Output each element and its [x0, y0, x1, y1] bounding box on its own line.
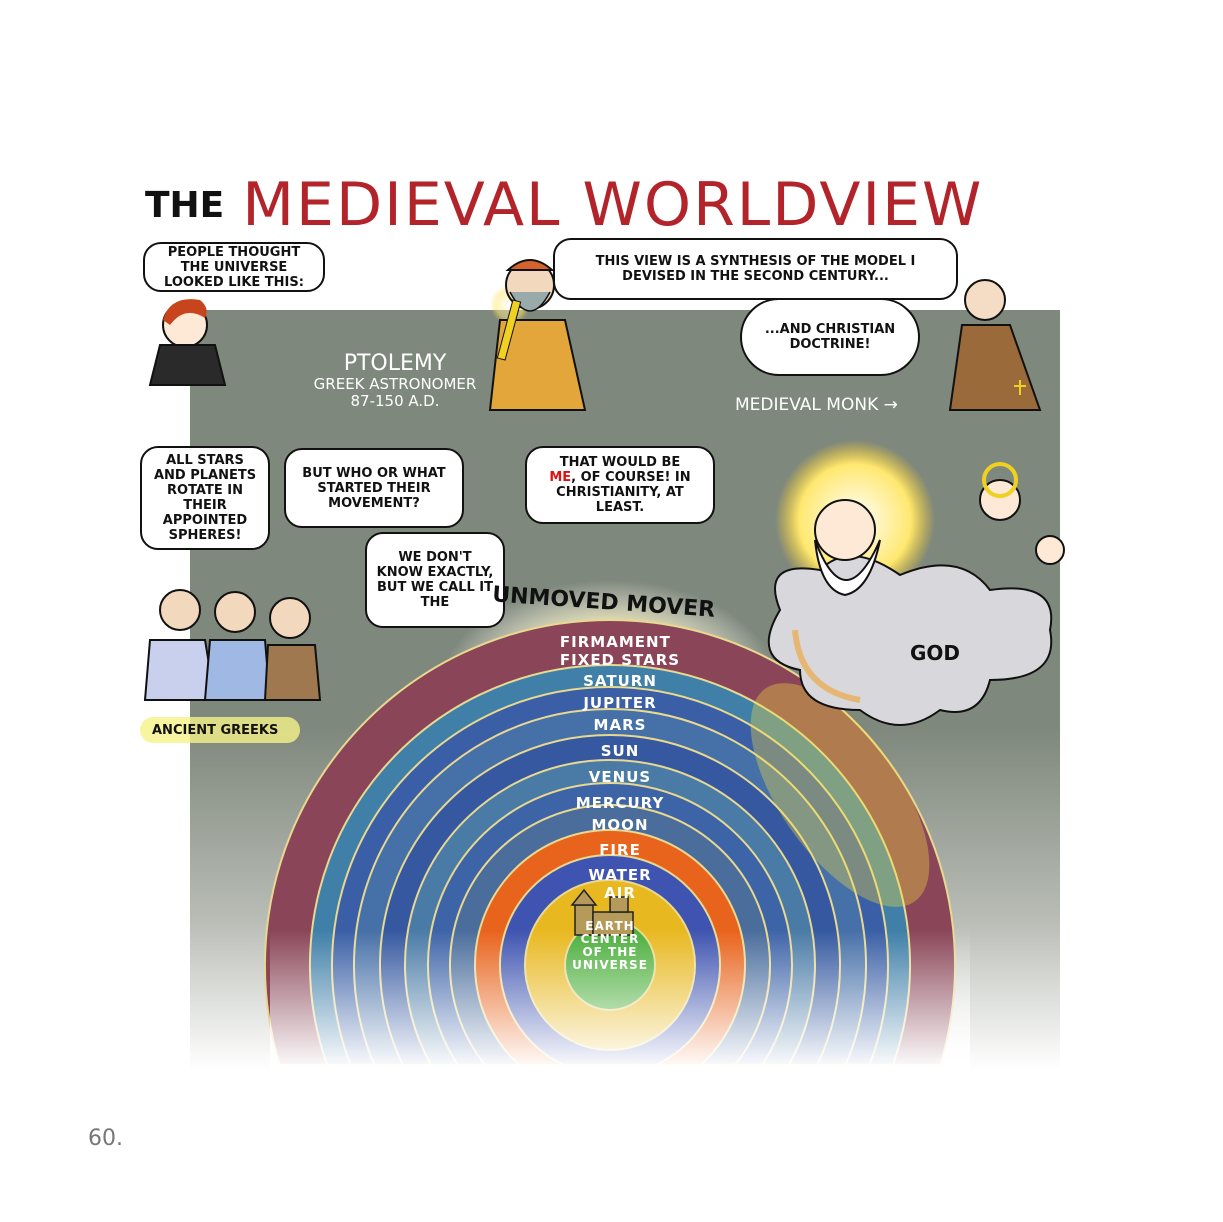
ancient-greeks-characters	[143, 589, 322, 701]
girl-character	[148, 299, 227, 386]
speech-bubble-greek-1: ALL STARS AND PLANETS ROTATE IN THEIR AP…	[140, 446, 270, 550]
sphere-name: MERCURY	[575, 794, 665, 812]
monk-character	[948, 279, 1042, 411]
sphere-name: VENUS	[588, 768, 652, 786]
page-number: 60.	[88, 1126, 123, 1151]
sphere-name: EARTH	[585, 919, 635, 933]
light-glow	[750, 683, 930, 907]
god-text-pre: THAT WOULD BE	[559, 455, 681, 470]
god-text-me: ME	[549, 470, 572, 485]
castle-icon	[570, 888, 634, 936]
sphere-name: JUPITER	[583, 694, 657, 712]
god-text-post: , OF COURSE! IN CHRISTIANITY, AT LEAST.	[556, 470, 691, 515]
sphere-subtitle: FIXED STARS	[559, 651, 681, 669]
ptolemy-caption: PTOLEMY GREEK ASTRONOMER 87-150 A.D.	[285, 352, 505, 410]
sphere-label-jupiter: JUPITER	[583, 694, 656, 712]
title-main: MEDIEVAL WORLDVIEW	[242, 170, 984, 240]
speech-bubble-greek-3: WE DON'T KNOW EXACTLY, BUT WE CALL IT TH…	[365, 532, 505, 628]
ptolemy-dates: 87-150 A.D.	[350, 392, 440, 410]
bottom-fade	[270, 930, 970, 1070]
sphere-name: MARS	[593, 716, 647, 734]
ptolemy-role: GREEK ASTRONOMER	[313, 375, 477, 393]
god-character	[767, 440, 1065, 726]
title-prefix: THE	[145, 184, 225, 226]
sphere-label-air: AIR	[604, 884, 636, 902]
speech-bubble-monk: ...AND CHRISTIAN DOCTRINE!	[740, 298, 920, 376]
sphere-name: MOON	[591, 816, 649, 834]
sphere-label-venus: VENUS	[589, 768, 651, 786]
sphere-name: FIRMAMENT	[559, 633, 671, 651]
ptolemy-name: PTOLEMY	[343, 351, 447, 376]
page-title: THE MEDIEVAL WORLDVIEW	[145, 170, 983, 240]
sphere-label-saturn: SATURN	[583, 672, 657, 690]
sphere-label-water: WATER	[588, 866, 651, 884]
sphere-label-sun: SUN	[601, 742, 640, 760]
speech-bubble-greek-2: BUT WHO OR WHAT STARTED THEIR MOVEMENT?	[284, 448, 464, 528]
sphere-label-moon: MOON	[592, 816, 649, 834]
greeks-label-highlight	[140, 717, 300, 743]
sphere-name: FIRE	[599, 841, 641, 859]
sphere-name: SATURN	[583, 672, 657, 690]
monk-caption: MEDIEVAL MONK →	[735, 395, 898, 415]
ptolemy-character	[488, 259, 587, 411]
god-caption: GOD	[910, 641, 961, 665]
sphere-name: WATER	[588, 866, 652, 884]
sphere-label-mercury: MERCURY	[576, 794, 665, 812]
speech-bubble-girl: PEOPLE THOUGHT THE UNIVERSE LOOKED LIKE …	[143, 242, 325, 292]
speech-bubble-ptolemy: THIS VIEW IS A SYNTHESIS OF THE MODEL I …	[553, 238, 958, 300]
sphere-subtitle: CENTER OF THE UNIVERSE	[572, 932, 648, 972]
greeks-caption: ANCIENT GREEKS	[152, 723, 279, 738]
sphere-name: SUN	[600, 742, 640, 760]
sphere-name: AIR	[604, 884, 636, 902]
sphere-label-mars: MARS	[594, 716, 647, 734]
sphere-label-fire: FIRE	[599, 841, 641, 859]
